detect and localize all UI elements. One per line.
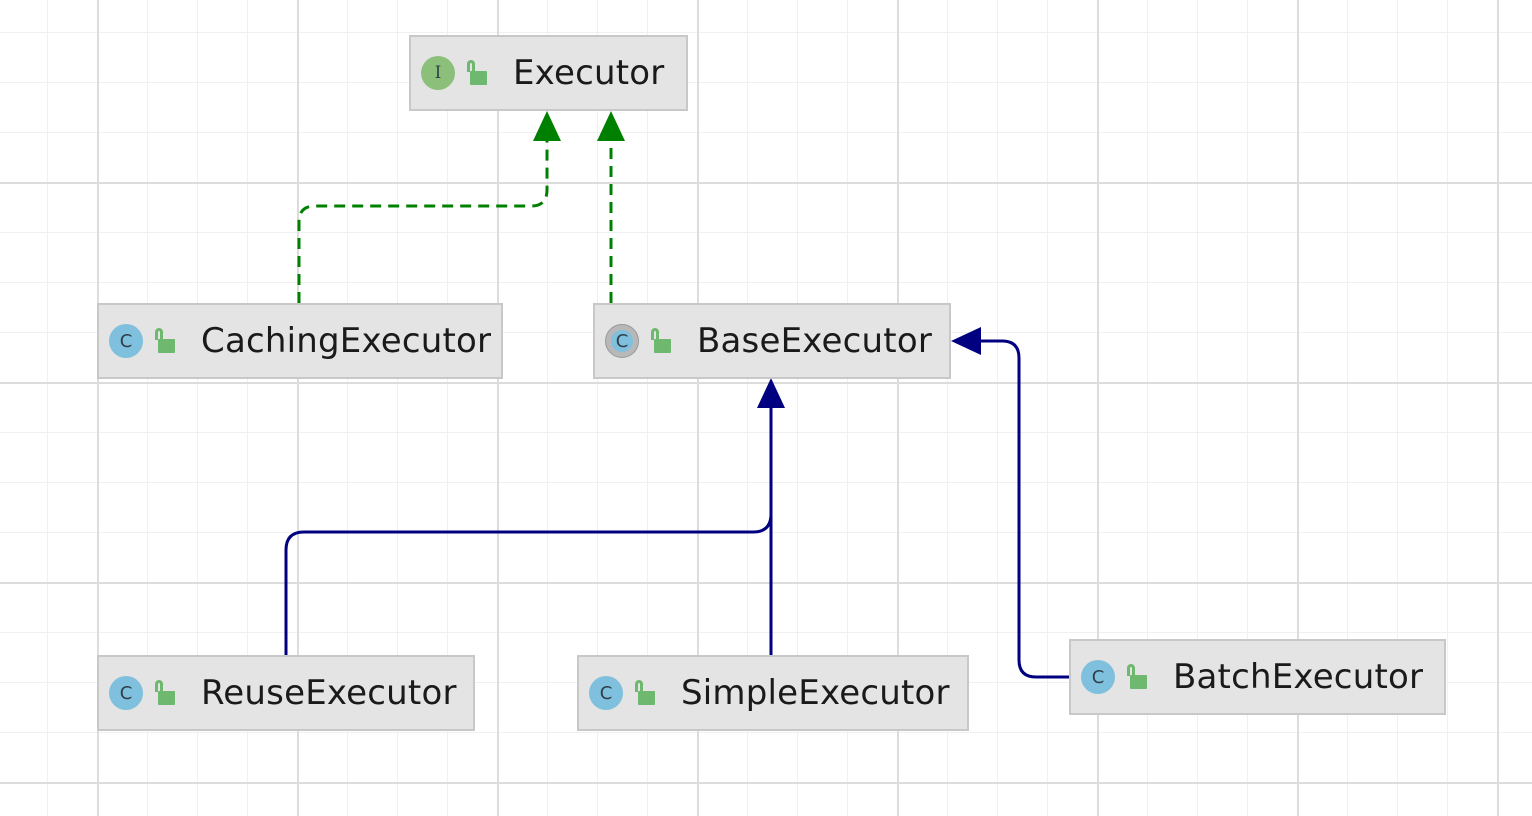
- node-label: ReuseExecutor: [201, 673, 457, 713]
- node-label: CachingExecutor: [201, 321, 492, 361]
- unlock-icon: [155, 328, 175, 354]
- arrowhead-implements-1: [533, 111, 561, 141]
- node-executor[interactable]: I Executor: [409, 35, 688, 111]
- edge-batch-executor-extends-base-executor: [980, 339, 1069, 679]
- interface-icon: I: [421, 56, 455, 90]
- unlock-icon: [467, 60, 487, 86]
- node-caching-executor[interactable]: C CachingExecutor: [97, 303, 503, 379]
- arrowhead-implements-2: [597, 111, 625, 141]
- arrowhead-extends-2: [951, 327, 981, 355]
- node-label: BatchExecutor: [1173, 657, 1424, 697]
- unlock-icon: [635, 680, 655, 706]
- class-icon: C: [109, 676, 143, 710]
- abstract-class-icon: C: [605, 324, 639, 358]
- arrowhead-extends-1: [757, 378, 785, 408]
- class-icon: C: [1081, 660, 1115, 694]
- node-label: Executor: [513, 53, 665, 93]
- node-base-executor[interactable]: C BaseExecutor: [593, 303, 951, 379]
- class-icon: C: [589, 676, 623, 710]
- unlock-icon: [155, 680, 175, 706]
- node-label: BaseExecutor: [697, 321, 933, 361]
- node-label: SimpleExecutor: [681, 673, 950, 713]
- edge-caching-executor-implements-executor: [297, 138, 549, 303]
- node-simple-executor[interactable]: C SimpleExecutor: [577, 655, 969, 731]
- edge-reuse-executor-extends-base-executor: [284, 513, 773, 655]
- node-reuse-executor[interactable]: C ReuseExecutor: [97, 655, 475, 731]
- unlock-icon: [1127, 664, 1147, 690]
- node-batch-executor[interactable]: C BatchExecutor: [1069, 639, 1446, 715]
- class-icon: C: [109, 324, 143, 358]
- unlock-icon: [651, 328, 671, 354]
